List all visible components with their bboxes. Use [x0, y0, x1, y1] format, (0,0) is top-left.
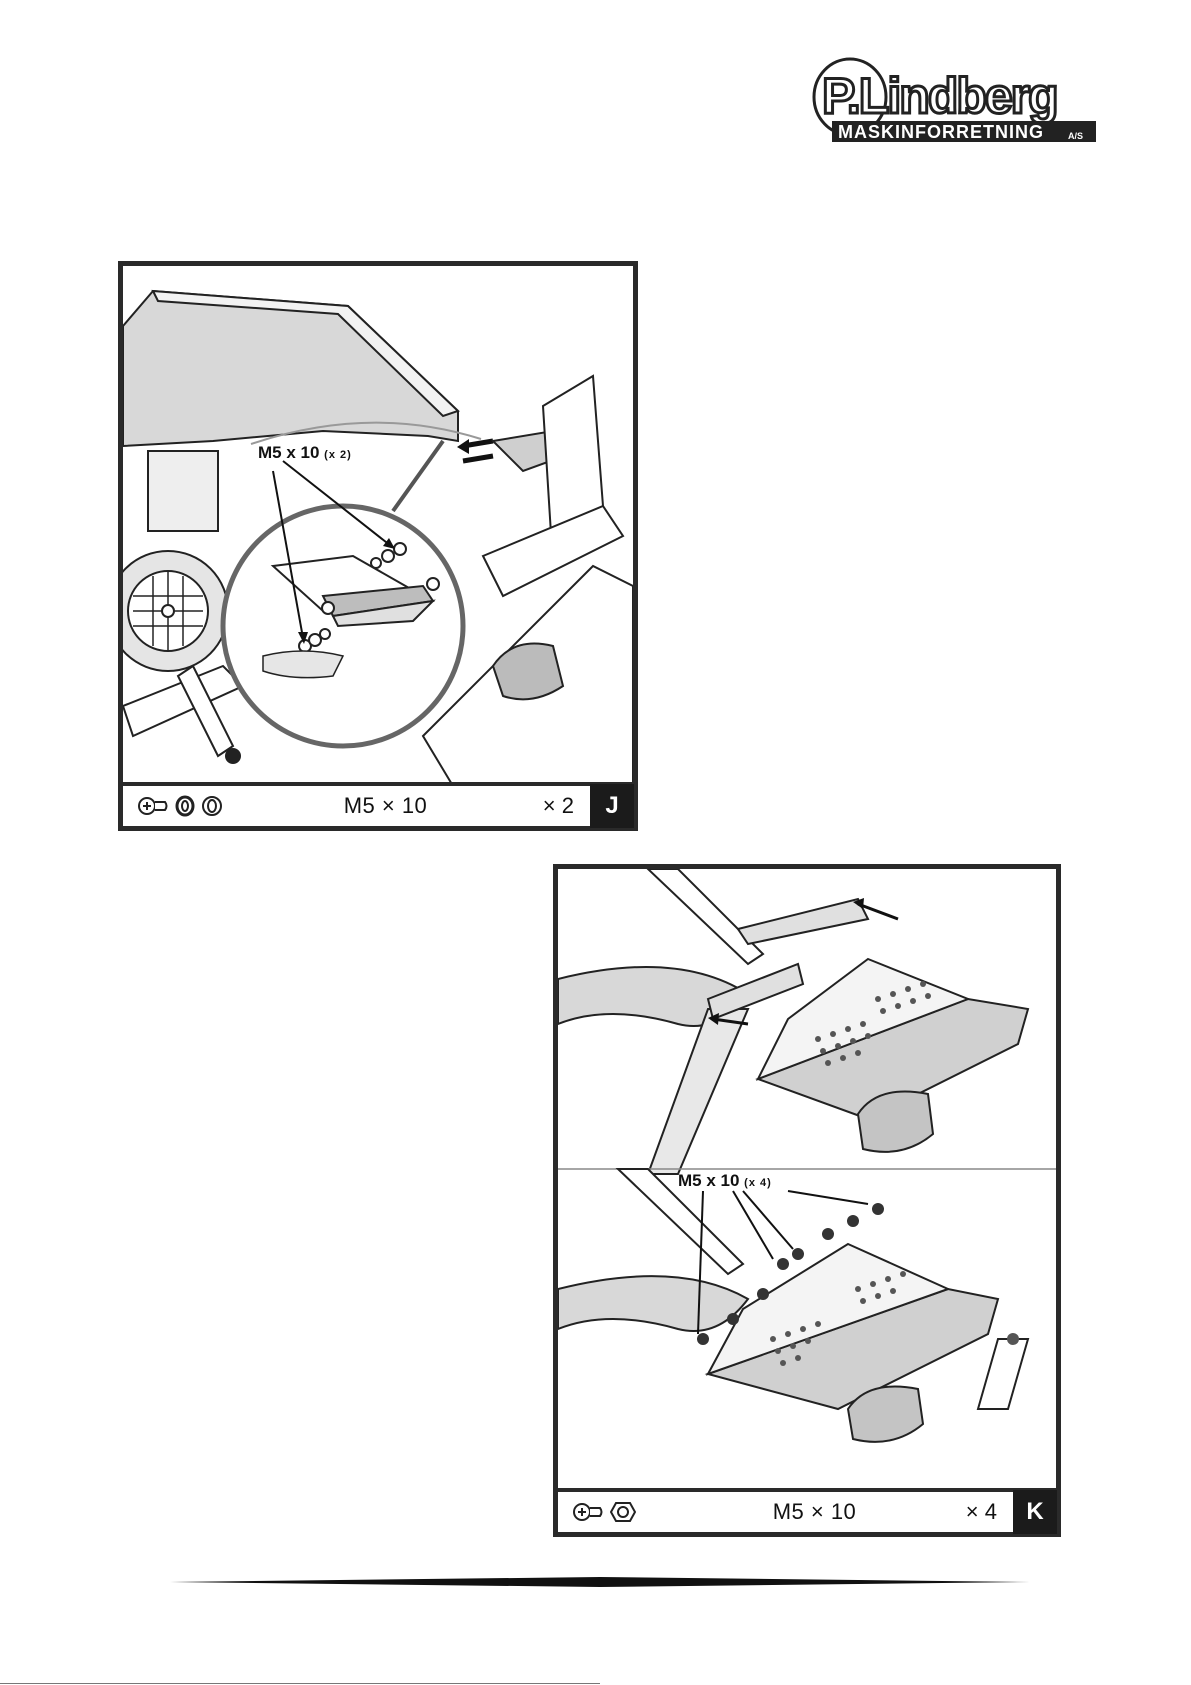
- fastener-legend-j: M5 × 10 × 2 J: [123, 782, 633, 826]
- callout-j: M5 x 10 (x 2): [258, 443, 352, 463]
- fastener-qty-k: × 4: [907, 1499, 1013, 1525]
- illustration-k-bottom: [558, 1169, 1028, 1442]
- illustration-k: [558, 869, 1056, 1494]
- callout-k-qty: (x 4): [744, 1177, 772, 1189]
- nut-icon: [610, 1501, 636, 1523]
- assembly-step-j: M5 x 10 (x 2) M5 × 10 × 2 J: [118, 261, 638, 831]
- flat-washer-icon: [201, 795, 223, 817]
- spring-washer-icon: [175, 795, 195, 817]
- fastener-legend-k: M5 × 10 × 4 K: [558, 1488, 1056, 1532]
- callout-k: M5 x 10 (x 4): [678, 1171, 772, 1191]
- fastener-icons-k: [558, 1501, 722, 1523]
- assembly-step-k: M5 x 10 (x 4) M5 × 10 × 4 K: [553, 864, 1061, 1537]
- illustration-k-top: [558, 869, 1056, 1174]
- illustration-j: [123, 266, 633, 786]
- logo-brand: P.Lindberg: [822, 68, 1057, 124]
- step-letter-k: K: [1013, 1490, 1057, 1534]
- step-letter-j: J: [590, 784, 634, 828]
- fastener-spec-j: M5 × 10: [287, 793, 484, 819]
- callout-j-spec: M5 x 10: [258, 443, 319, 462]
- screw-icon: [137, 796, 169, 816]
- fastener-icons-j: [123, 795, 287, 817]
- fastener-qty-j: × 2: [484, 793, 590, 819]
- screw-icon: [572, 1502, 604, 1522]
- logo-tagline: MASKINFORRETNING: [838, 122, 1044, 142]
- fastener-spec-k: M5 × 10: [722, 1499, 907, 1525]
- callout-k-spec: M5 x 10: [678, 1171, 739, 1190]
- logo-suffix: A/S: [1068, 131, 1083, 141]
- callout-j-qty: (x 2): [324, 449, 352, 461]
- page-bottom-rule: [0, 1683, 600, 1684]
- footer-divider: [170, 1575, 1030, 1589]
- company-logo: P.Lindberg MASKINFORRETNING A/S: [810, 55, 1100, 145]
